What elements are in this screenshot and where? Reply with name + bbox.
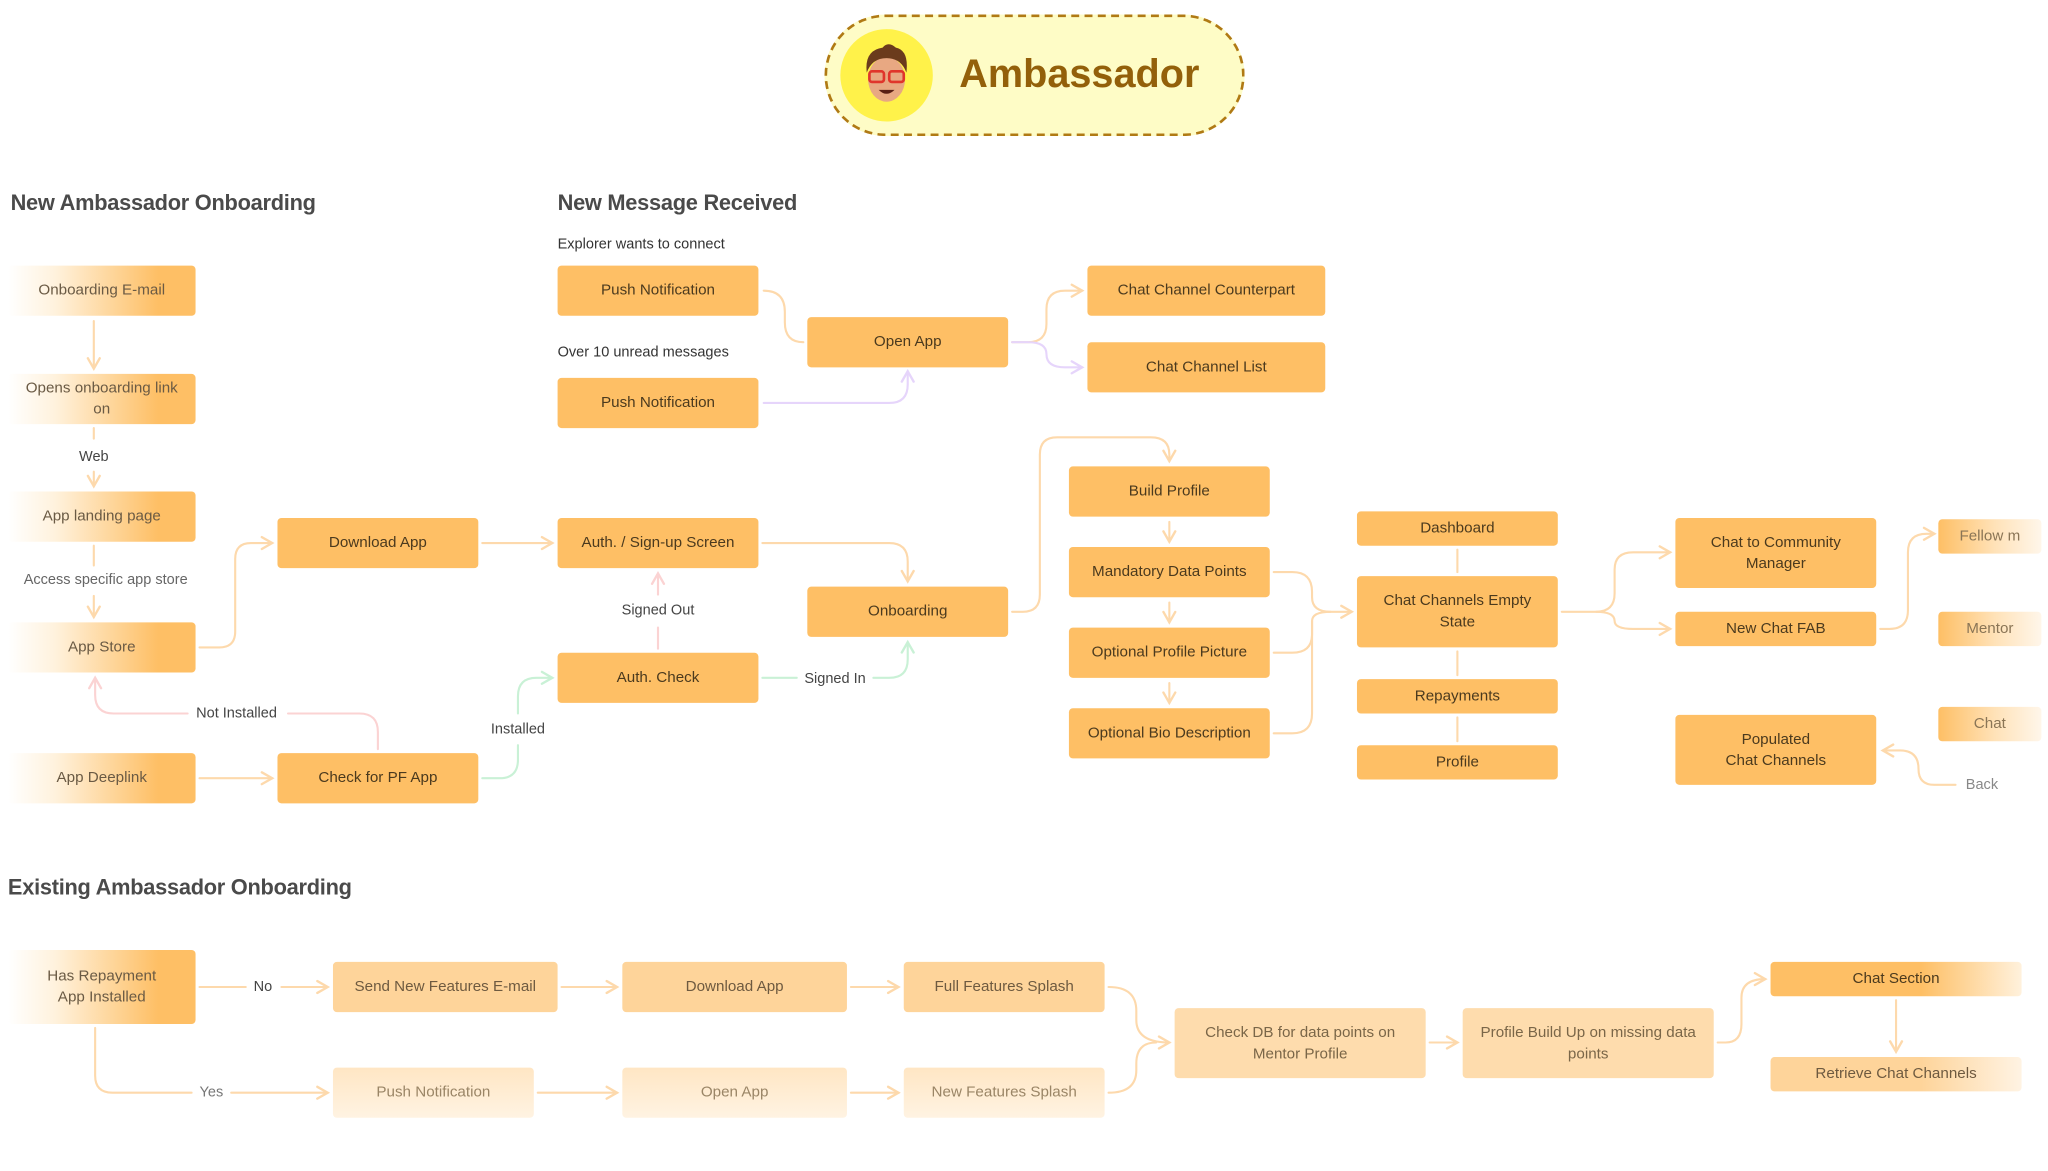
edge-label-app-store: Access specific app store <box>19 572 192 588</box>
node-download-app[interactable]: Download App <box>277 517 479 569</box>
node-app-store[interactable]: App Store <box>7 622 196 673</box>
node-onboarding[interactable]: Onboarding <box>807 586 1009 637</box>
node-opens-onboarding-link[interactable]: Opens onboarding link on <box>7 373 196 425</box>
edge <box>1011 283 1085 344</box>
edge <box>1011 436 1177 613</box>
node-retrieve-chat-channels[interactable]: Retrieve Chat Channels <box>1770 1057 2022 1092</box>
badge-title: Ambassador <box>959 52 1200 97</box>
node-dashboard[interactable]: Dashboard <box>1356 511 1558 546</box>
edge <box>1272 610 1332 654</box>
node-chat-channels-empty[interactable]: Chat Channels Empty State <box>1356 576 1558 648</box>
node-profile-build-up[interactable]: Profile Build Up on missing data points <box>1462 1008 1714 1079</box>
edge <box>286 712 379 751</box>
node-optional-profile-picture[interactable]: Optional Profile Picture <box>1068 627 1270 678</box>
node-push-notification-existing[interactable]: Push Notification <box>332 1067 534 1118</box>
node-app-landing-page[interactable]: App landing page <box>7 491 196 542</box>
node-populated-chat-channels[interactable]: Populated Chat Channels <box>1675 714 1877 785</box>
node-new-features-splash[interactable]: New Features Splash <box>903 1067 1105 1118</box>
edge-label-installed: Installed <box>486 721 549 738</box>
node-chat-channel-counterpart[interactable]: Chat Channel Counterpart <box>1087 265 1326 316</box>
edge <box>872 639 915 679</box>
edge <box>1595 610 1673 637</box>
node-chat-section[interactable]: Chat Section <box>1770 961 2022 997</box>
node-build-profile[interactable]: Build Profile <box>1068 466 1270 517</box>
edge-label-back: Back <box>1961 776 2003 793</box>
edge <box>1716 971 1768 1044</box>
edge <box>1107 985 1172 1050</box>
edge-label-signed-out: Signed Out <box>617 602 699 619</box>
memoji-avatar-icon <box>840 29 933 122</box>
node-send-features-email[interactable]: Send New Features E-mail <box>332 961 558 1013</box>
edge <box>762 368 915 405</box>
node-has-repayment-app[interactable]: Has Repayment App Installed <box>7 950 196 1024</box>
node-repayments[interactable]: Repayments <box>1356 679 1558 714</box>
ambassador-badge: Ambassador <box>824 14 1245 137</box>
node-onboarding-email[interactable]: Onboarding E-mail <box>7 265 196 316</box>
node-app-deeplink[interactable]: App Deeplink <box>7 753 196 804</box>
edge <box>94 1026 193 1094</box>
node-open-app-existing[interactable]: Open App <box>622 1067 847 1118</box>
edge <box>1272 619 1314 735</box>
caption-explorer-connect: Explorer wants to connect <box>557 236 725 253</box>
edge-label-no: No <box>249 979 277 995</box>
node-push-notification-2[interactable]: Push Notification <box>557 377 759 429</box>
node-new-chat-fab[interactable]: New Chat FAB <box>1675 611 1877 647</box>
section-title-new-message: New Message Received <box>557 191 798 216</box>
edge <box>761 541 915 584</box>
edge <box>762 289 805 344</box>
node-mandatory-data-points[interactable]: Mandatory Data Points <box>1068 547 1270 598</box>
node-check-pf-app[interactable]: Check for PF App <box>277 753 479 804</box>
edge <box>516 670 555 715</box>
caption-unread-messages: Over 10 unread messages <box>557 344 729 361</box>
section-title-new-onboarding: New Ambassador Onboarding <box>10 191 316 216</box>
edge <box>1107 1041 1158 1094</box>
edge-label-yes: Yes <box>195 1084 228 1101</box>
node-optional-bio[interactable]: Optional Bio Description <box>1068 708 1270 759</box>
node-fellow[interactable]: Fellow m <box>1938 519 2042 554</box>
node-profile[interactable]: Profile <box>1356 745 1558 780</box>
edge <box>1011 341 1085 375</box>
node-mentor[interactable]: Mentor <box>1938 611 2042 647</box>
node-auth-signup[interactable]: Auth. / Sign-up Screen <box>557 517 759 569</box>
edge <box>481 744 520 780</box>
node-push-notification-1[interactable]: Push Notification <box>557 265 759 316</box>
edge <box>1272 571 1355 619</box>
section-title-existing-onboarding: Existing Ambassador Onboarding <box>7 876 352 900</box>
node-auth-check[interactable]: Auth. Check <box>557 652 759 703</box>
edge <box>1879 526 1937 630</box>
node-chat[interactable]: Chat <box>1938 706 2042 742</box>
edge-label-web: Web <box>75 449 113 466</box>
node-download-app-existing[interactable]: Download App <box>622 961 847 1013</box>
node-check-db[interactable]: Check DB for data points on Mentor Profi… <box>1174 1008 1426 1079</box>
edge <box>1880 743 1957 786</box>
edge <box>198 535 275 649</box>
node-open-app[interactable]: Open App <box>807 317 1009 368</box>
node-full-features-splash[interactable]: Full Features Splash <box>903 961 1105 1013</box>
node-chat-channel-list[interactable]: Chat Channel List <box>1087 342 1326 393</box>
edge-label-signed-in: Signed In <box>800 671 870 688</box>
edge-label-not-installed: Not Installed <box>192 705 281 722</box>
edge <box>1560 545 1673 613</box>
node-chat-community-manager[interactable]: Chat to Community Manager <box>1675 517 1877 588</box>
edge <box>88 675 189 715</box>
